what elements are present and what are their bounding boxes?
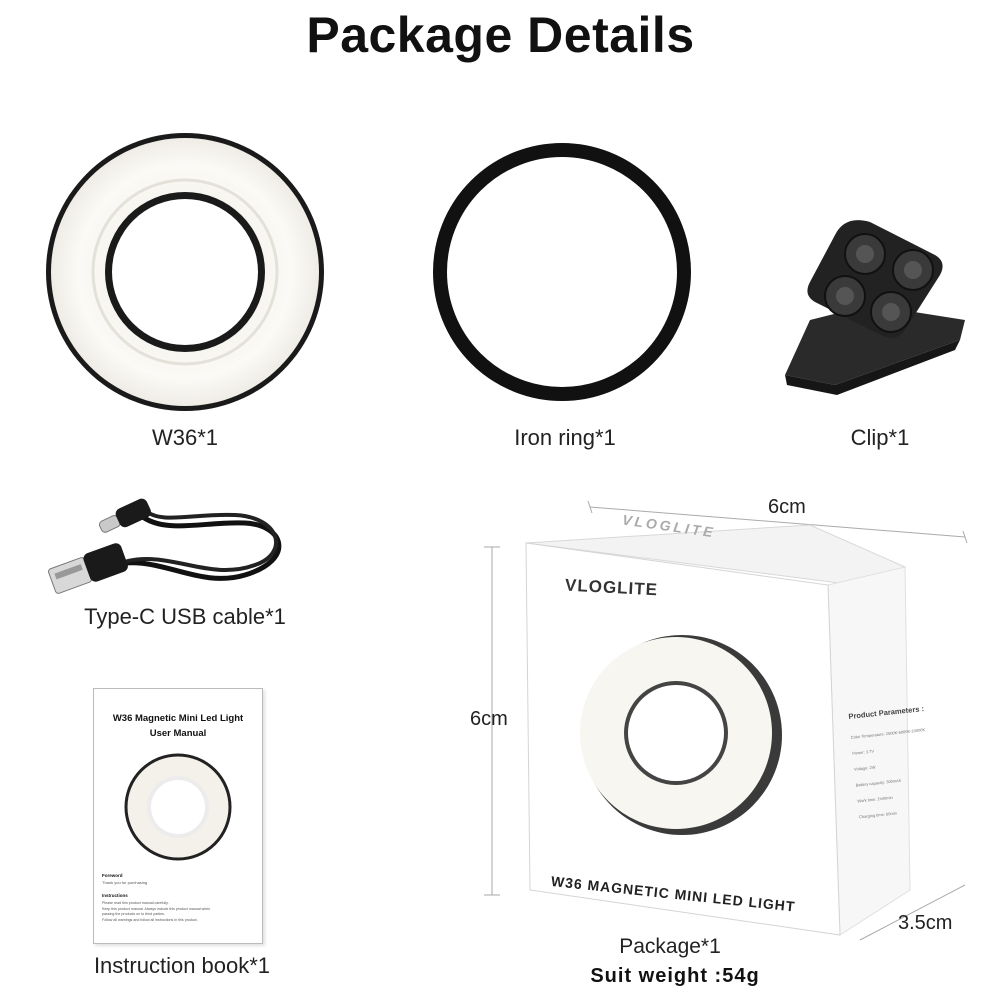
item-label-clip: Clip*1 xyxy=(850,425,910,450)
item-label-instruction-book: Instruction book*1 xyxy=(93,953,271,978)
page-title: Package Details xyxy=(306,7,695,63)
manual-line: Follow all warnings and follow all instr… xyxy=(102,917,198,922)
manual-line: Keep this product manual. Always include… xyxy=(102,906,211,911)
manual-line: Please read this product manual carefull… xyxy=(102,901,169,905)
suit-weight-label: Suit weight :54g xyxy=(590,965,760,987)
instruction-book: W36 Magnetic Mini Led Light User Manual … xyxy=(93,688,263,944)
manual-title: W36 Magnetic Mini Led Light xyxy=(112,713,244,724)
manual-section1-title: Foreword xyxy=(102,873,123,878)
package-box-image xyxy=(484,500,968,941)
ring-light-image xyxy=(46,133,324,411)
manual-line: passing the products on to third parties… xyxy=(102,912,165,916)
package-depth-label: 3.5cm xyxy=(898,912,953,934)
manual-subtitle: User Manual xyxy=(149,728,207,739)
item-label-iron-ring: Iron ring*1 xyxy=(514,425,616,450)
manual-section2-text: Please read this product manual carefull… xyxy=(102,901,252,923)
usb-cable-image xyxy=(48,498,282,594)
package-label: Package*1 xyxy=(619,935,721,958)
clip-image xyxy=(785,220,965,395)
manual-section1-text: Thank you for purchasing xyxy=(102,880,148,885)
iron-ring-image xyxy=(433,143,691,401)
manual-section2-title: Instructions xyxy=(102,893,128,898)
box-params: Product Parameters : Color Temperature: … xyxy=(848,703,950,831)
item-label-usb-cable: Type-C USB cable*1 xyxy=(84,604,286,629)
manual-ring-illustration xyxy=(124,753,232,861)
package-width-label: 6cm xyxy=(768,496,806,518)
package-height-label: 6cm xyxy=(470,708,508,730)
item-label-w36: W36*1 xyxy=(151,425,219,450)
